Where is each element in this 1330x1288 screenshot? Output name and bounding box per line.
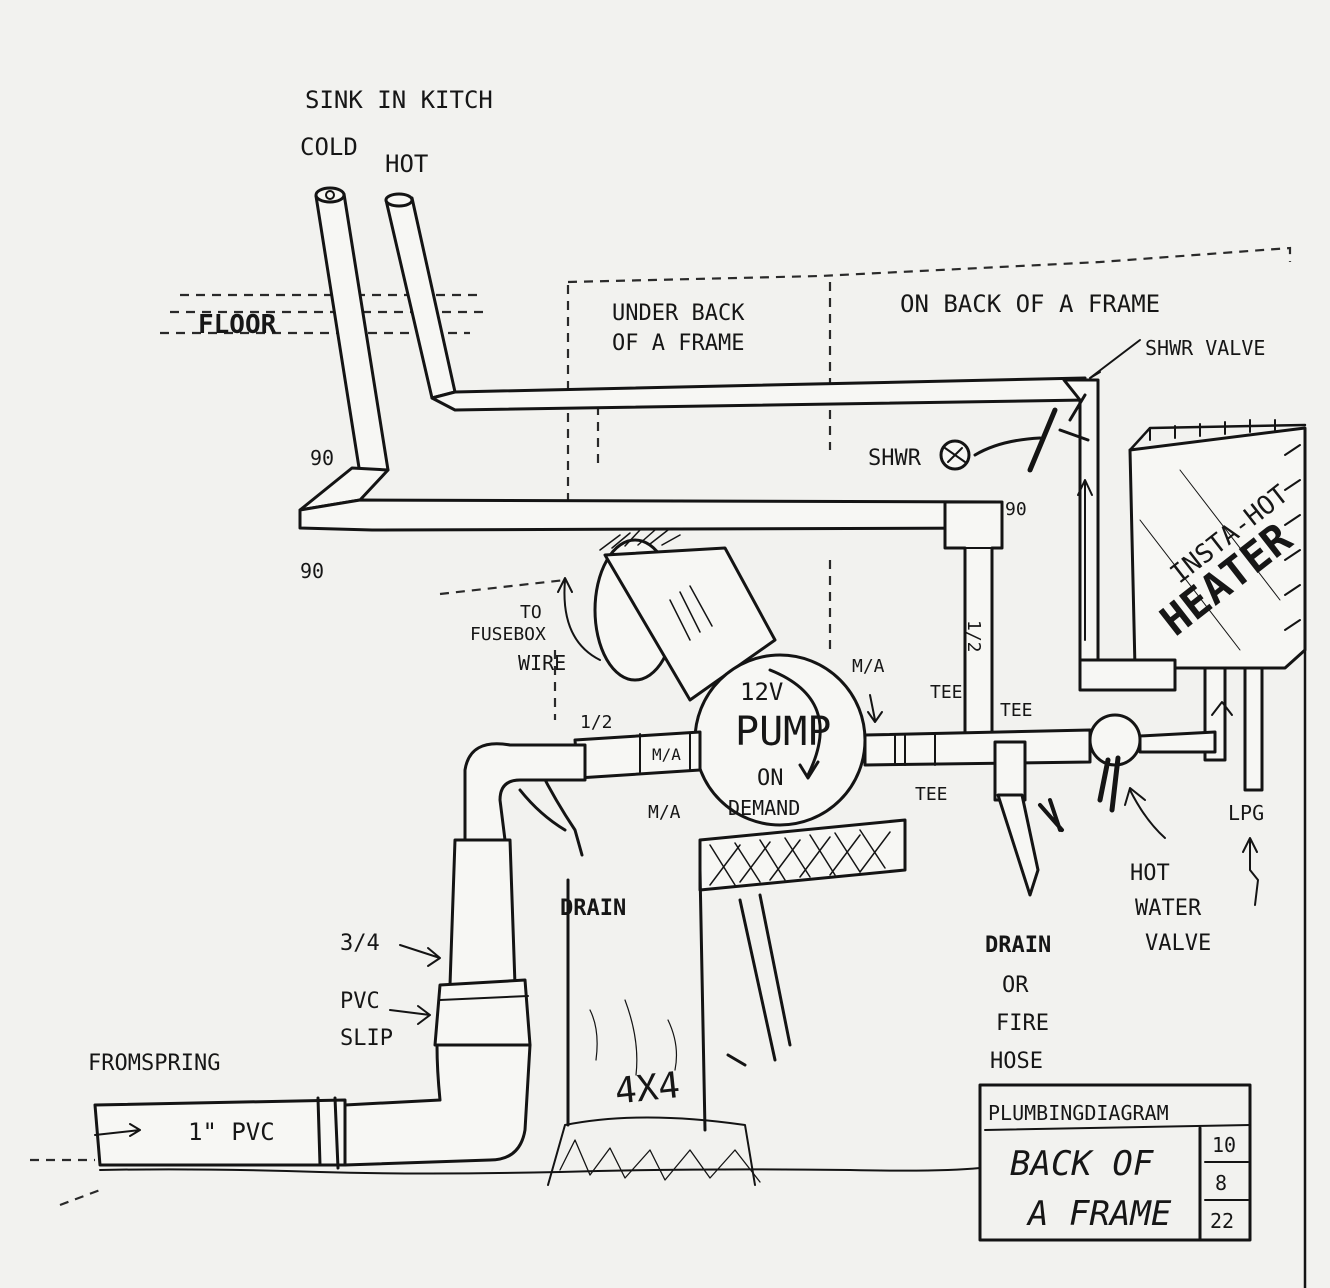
pvc-slip-label-2: SLIP [340,1026,393,1051]
from-spring-label: FROMSPRING [88,1051,220,1076]
discharge-pipe [863,728,1092,767]
title-block-title-line1: BACK OF [1010,1144,1154,1184]
pvc-slip-coupling [433,978,532,1047]
tee-label-3: TEE [915,784,948,805]
inlet-plumbing [30,730,981,1207]
sink-supply-pipes [298,186,1088,532]
drain-label: DRAIN [560,896,626,921]
sink-in-kitchen-label: SINK IN KITCH [305,86,493,114]
elbow-90-upper-label: 90 [310,446,334,470]
under-back-label-1: UNDER BACK [612,301,745,326]
post-label: 4X4 [613,1065,682,1113]
cold-label: COLD [300,133,358,161]
one-inch-pvc-label: 1" PVC [188,1118,275,1146]
lpg-line [1243,666,1264,792]
shower-valve-label: SHWR VALVE [1145,336,1265,360]
insta-hot-heater: INSTA-HOT HEATER [1078,419,1307,792]
title-block-date-year: 22 [1210,1209,1234,1233]
elbow-90-right-label: 90 [1005,499,1027,520]
drain-or-fire-hose-label-1: DRAIN [985,933,1051,958]
ma-bottom-label: M/A [648,802,681,823]
shower-valve-handle [1027,407,1058,473]
pump-assembly: 12V PUMP ON DEMAND [593,529,1217,897]
three-quarter-arrow [399,944,441,967]
tee-label-2: TEE [1000,700,1033,721]
tee-drain-branch [993,740,1027,802]
fusebox-label-1: TO [520,602,542,623]
tee-label-1: TEE [930,682,963,703]
hot-stub-cap [384,192,414,208]
half-inch-left-label: 1/2 [580,712,613,733]
title-block: PLUMBINGDIAGRAM BACK OF A FRAME 10 8 22 [978,1083,1252,1242]
hot-water-valve-label-1: HOT [1130,861,1170,886]
elbow-90-lower-label: 90 [300,559,324,583]
under-back-label-2: OF A FRAME [612,331,744,356]
annotation-arrows [389,479,1259,1025]
ma-top-label: M/A [852,656,885,677]
three-quarter-label: 3/4 [340,931,380,956]
cold-stub-cap [314,186,346,204]
title-block-date-month: 10 [1212,1133,1236,1157]
riser-3-4 [448,838,517,987]
fusebox-label-2: FUSEBOX [470,624,546,645]
hot-water-valve-label-2: WATER [1135,896,1202,921]
wooden-post-4x4: 4X4 [547,868,792,1186]
cold-horizontal-pipe [298,498,1004,532]
on-back-label: ON BACK OF A FRAME [900,290,1160,318]
ma-left-label: M/A [652,745,681,764]
hot-label: HOT [385,150,428,178]
pump-label-12v: 12V [740,678,783,706]
hot-water-valve-icon [1088,713,1142,767]
title-block-frame [978,1083,1252,1242]
fusebox-arrow [557,577,601,661]
pump-label-pump: PUMP [735,709,831,755]
lpg-label: LPG [1228,801,1264,825]
one-inch-supply-pipe [93,1098,347,1167]
lpg-arrow [1242,837,1259,906]
pvc-slip-label-1: PVC [340,989,380,1014]
title-block-heading: PLUMBINGDIAGRAM [988,1101,1169,1125]
hot-water-valve-label-3: VALVE [1145,931,1211,956]
suction-pipe [573,730,702,780]
drain-or-fire-hose-label-3: FIRE [996,1011,1049,1036]
diagram-labels: SINK IN KITCH COLD HOT FLOOR UNDER BACK … [88,86,1265,1146]
drain-or-fire-hose-label-4: HOSE [990,1049,1043,1074]
floor-label: FLOOR [198,310,277,340]
hot-water-valve-arrow [1124,787,1166,839]
pump-label-on: ON [757,766,784,791]
pvc-slip-arrow [389,1005,431,1025]
drain-or-fire-hose-label-2: OR [1002,973,1029,998]
title-block-date-day: 8 [1215,1171,1227,1195]
title-block-title-line2: A FRAME [1026,1194,1172,1234]
shower-label: SHWR [868,446,922,471]
shower-assembly [939,339,1141,662]
half-inch-right-label: 1/2 [963,620,984,653]
fusebox-label-3: WIRE [518,651,566,675]
pump-label-demand: DEMAND [728,796,800,820]
